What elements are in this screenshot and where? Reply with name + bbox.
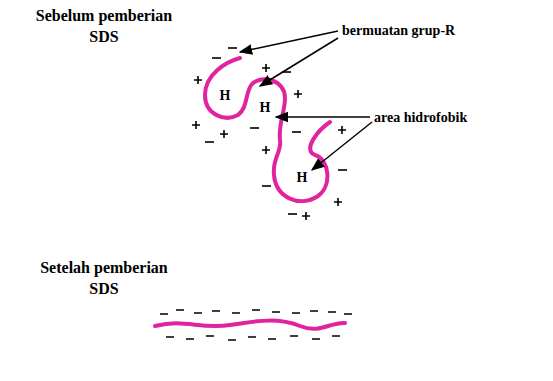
leader-line <box>260 38 338 86</box>
folded-protein-chain <box>205 58 330 201</box>
hydrophobic-mark: H <box>296 171 309 185</box>
sds-negative-charges <box>160 310 352 340</box>
callout-label: bermuatan grup-R <box>342 23 455 40</box>
state-heading: Setelah pemberian SDS <box>28 258 180 300</box>
charge-symbols <box>192 48 347 220</box>
leader-line <box>276 116 370 118</box>
state-heading: Sebelum pemberian SDS <box>28 6 180 48</box>
hydrophobic-mark: H <box>259 101 272 115</box>
denatured-protein-chain <box>155 321 345 329</box>
hydrophobic-mark: H <box>219 89 232 103</box>
leader-line <box>240 31 338 52</box>
leader-arrows <box>240 31 372 170</box>
leader-line <box>312 122 372 170</box>
callout-label: area hidrofobik <box>374 110 467 127</box>
